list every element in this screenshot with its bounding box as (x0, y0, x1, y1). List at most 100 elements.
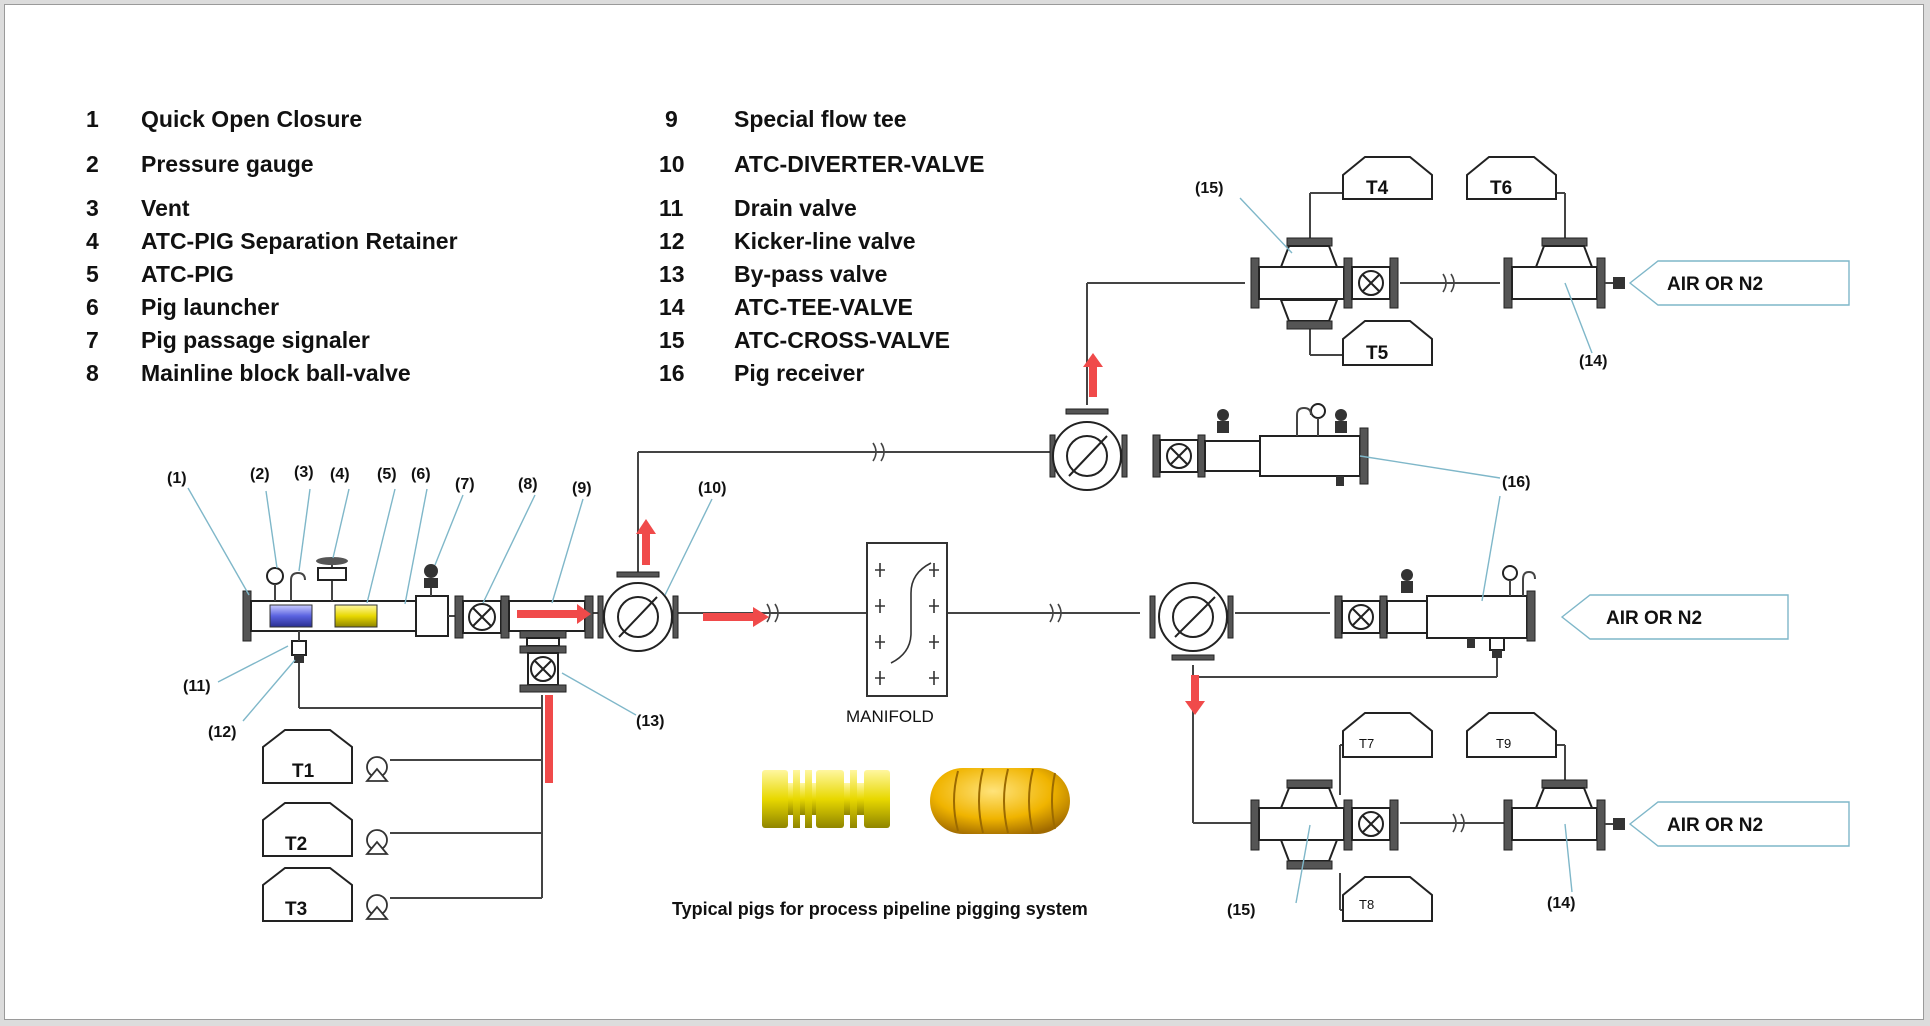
diverter-valve-lower (1149, 582, 1234, 715)
callouts: (1) (2) (3) (4) (5) (6) (7) (8) (9) (10)… (167, 180, 1607, 919)
callout-label: (13) (636, 713, 664, 730)
manifold (866, 542, 948, 697)
tank-label: T2 (285, 834, 307, 855)
tank-t6: T6 (1466, 156, 1557, 200)
legend-text: ATC-PIG (141, 261, 234, 287)
tank-t1: T1 (262, 729, 353, 784)
legend-text: ATC-CROSS-VALVE (734, 327, 950, 353)
callout-label: (14) (1579, 353, 1607, 370)
tank-label: T9 (1496, 736, 1511, 751)
foam-pig-icon (930, 768, 1070, 834)
tank-t2: T2 (262, 802, 353, 857)
legend-text: By-pass valve (734, 261, 888, 287)
pig-receiver-upper (1152, 403, 1369, 486)
legend-num: 2 (86, 151, 99, 177)
legend-num: 7 (86, 327, 99, 353)
callout-label: (15) (1195, 180, 1223, 197)
air-label: AIR OR N2 (1606, 608, 1702, 629)
disc-pig-icon (762, 770, 890, 828)
callout-label: (3) (294, 464, 314, 481)
air-label: AIR OR N2 (1667, 815, 1763, 836)
diverter-valve (597, 519, 769, 652)
legend-num: 11 (659, 195, 684, 221)
tank-t3: T3 (262, 867, 353, 922)
legend-num: 8 (86, 360, 99, 386)
callout-label: (11) (183, 678, 211, 695)
pipe-break-marks (766, 273, 1465, 833)
legend-num: 3 (86, 195, 99, 221)
pigs-caption: Typical pigs for process pipeline piggin… (672, 899, 1088, 919)
pig-receiver-lower (1334, 565, 1536, 658)
tank-label: T7 (1359, 736, 1374, 751)
mainline-block-valve (454, 595, 510, 639)
legend-text: Pig launcher (141, 294, 280, 320)
pigging-system-diagram: T1 T2 T3 T4 T5 T6 T7 (167, 156, 1850, 922)
atc-pig-icon (334, 604, 378, 628)
tank-t8: T8 (1342, 876, 1433, 922)
callout-leaders (187, 197, 1593, 904)
callout-label: (1) (167, 470, 187, 487)
tank-t9: T9 (1466, 712, 1557, 758)
pump-icons (365, 756, 389, 920)
legend-num: 4 (86, 228, 99, 254)
legend-text: Pig passage signaler (141, 327, 370, 353)
legend-text: Pressure gauge (141, 151, 314, 177)
diverter-valve-upper (1049, 353, 1128, 491)
callout-label: (4) (330, 466, 350, 483)
legend-text: ATC-PIG Separation Retainer (141, 228, 458, 254)
callout-label: (5) (377, 466, 397, 483)
tank-label: T8 (1359, 897, 1374, 912)
callout-label: (2) (250, 466, 270, 483)
tee-valve-lower (1503, 779, 1625, 851)
tee-valve-upper (1503, 237, 1625, 309)
separation-retainer-icon (269, 604, 313, 628)
callout-label: (10) (698, 480, 726, 497)
callout-label: (12) (208, 724, 236, 741)
air-source-middle: AIR OR N2 (1560, 594, 1789, 640)
special-flow-tee (508, 595, 594, 647)
legend-text: ATC-TEE-VALVE (734, 294, 913, 320)
tank-t4: T4 (1342, 156, 1433, 200)
legend-text: Drain valve (734, 195, 857, 221)
tank-t7: T7 (1342, 712, 1433, 758)
tank-label: T4 (1366, 178, 1389, 199)
legend-text: Kicker-line valve (734, 228, 916, 254)
legend-num: 5 (86, 261, 99, 287)
legend-text: ATC-DIVERTER-VALVE (734, 151, 985, 177)
legend-text: Pig receiver (734, 360, 865, 386)
tank-label: T3 (285, 899, 307, 920)
legend-text: Quick Open Closure (141, 106, 363, 132)
manifold-label: MANIFOLD (846, 707, 934, 726)
legend-text: Mainline block ball-valve (141, 360, 411, 386)
cross-valve-lower (1250, 779, 1399, 870)
legend-num: 6 (86, 294, 99, 320)
legend-num: 10 (659, 151, 685, 177)
tank-t5: T5 (1342, 320, 1433, 366)
legend-num: 9 (665, 106, 678, 132)
legend-text: Special flow tee (734, 106, 907, 132)
legend-num: 13 (659, 261, 685, 287)
diagram-frame: 1 Quick Open Closure 2 Pressure gauge 3 … (4, 4, 1924, 1020)
pig-launcher (242, 557, 457, 663)
legend-num: 16 (659, 360, 685, 386)
legend-num: 14 (659, 294, 685, 320)
typical-pigs-illustration (762, 768, 1070, 834)
air-label: AIR OR N2 (1667, 274, 1763, 295)
callout-label: (16) (1502, 474, 1530, 491)
cross-valve-upper (1250, 237, 1399, 330)
legend-num: 1 (86, 106, 99, 132)
tank-label: T1 (292, 761, 315, 782)
callout-label: (9) (572, 480, 592, 497)
tank-label: T6 (1490, 178, 1512, 199)
callout-label: (6) (411, 466, 431, 483)
legend-num: 12 (659, 228, 685, 254)
callout-label: (14) (1547, 895, 1575, 912)
bypass-valve (519, 645, 567, 783)
air-source-lower: AIR OR N2 (1628, 801, 1850, 847)
legend-text: Vent (141, 195, 190, 221)
air-source-upper: AIR OR N2 (1628, 260, 1850, 306)
legend-num: 15 (659, 327, 685, 353)
callout-label: (15) (1227, 902, 1255, 919)
callout-label: (7) (455, 476, 475, 493)
callout-label: (8) (518, 476, 538, 493)
